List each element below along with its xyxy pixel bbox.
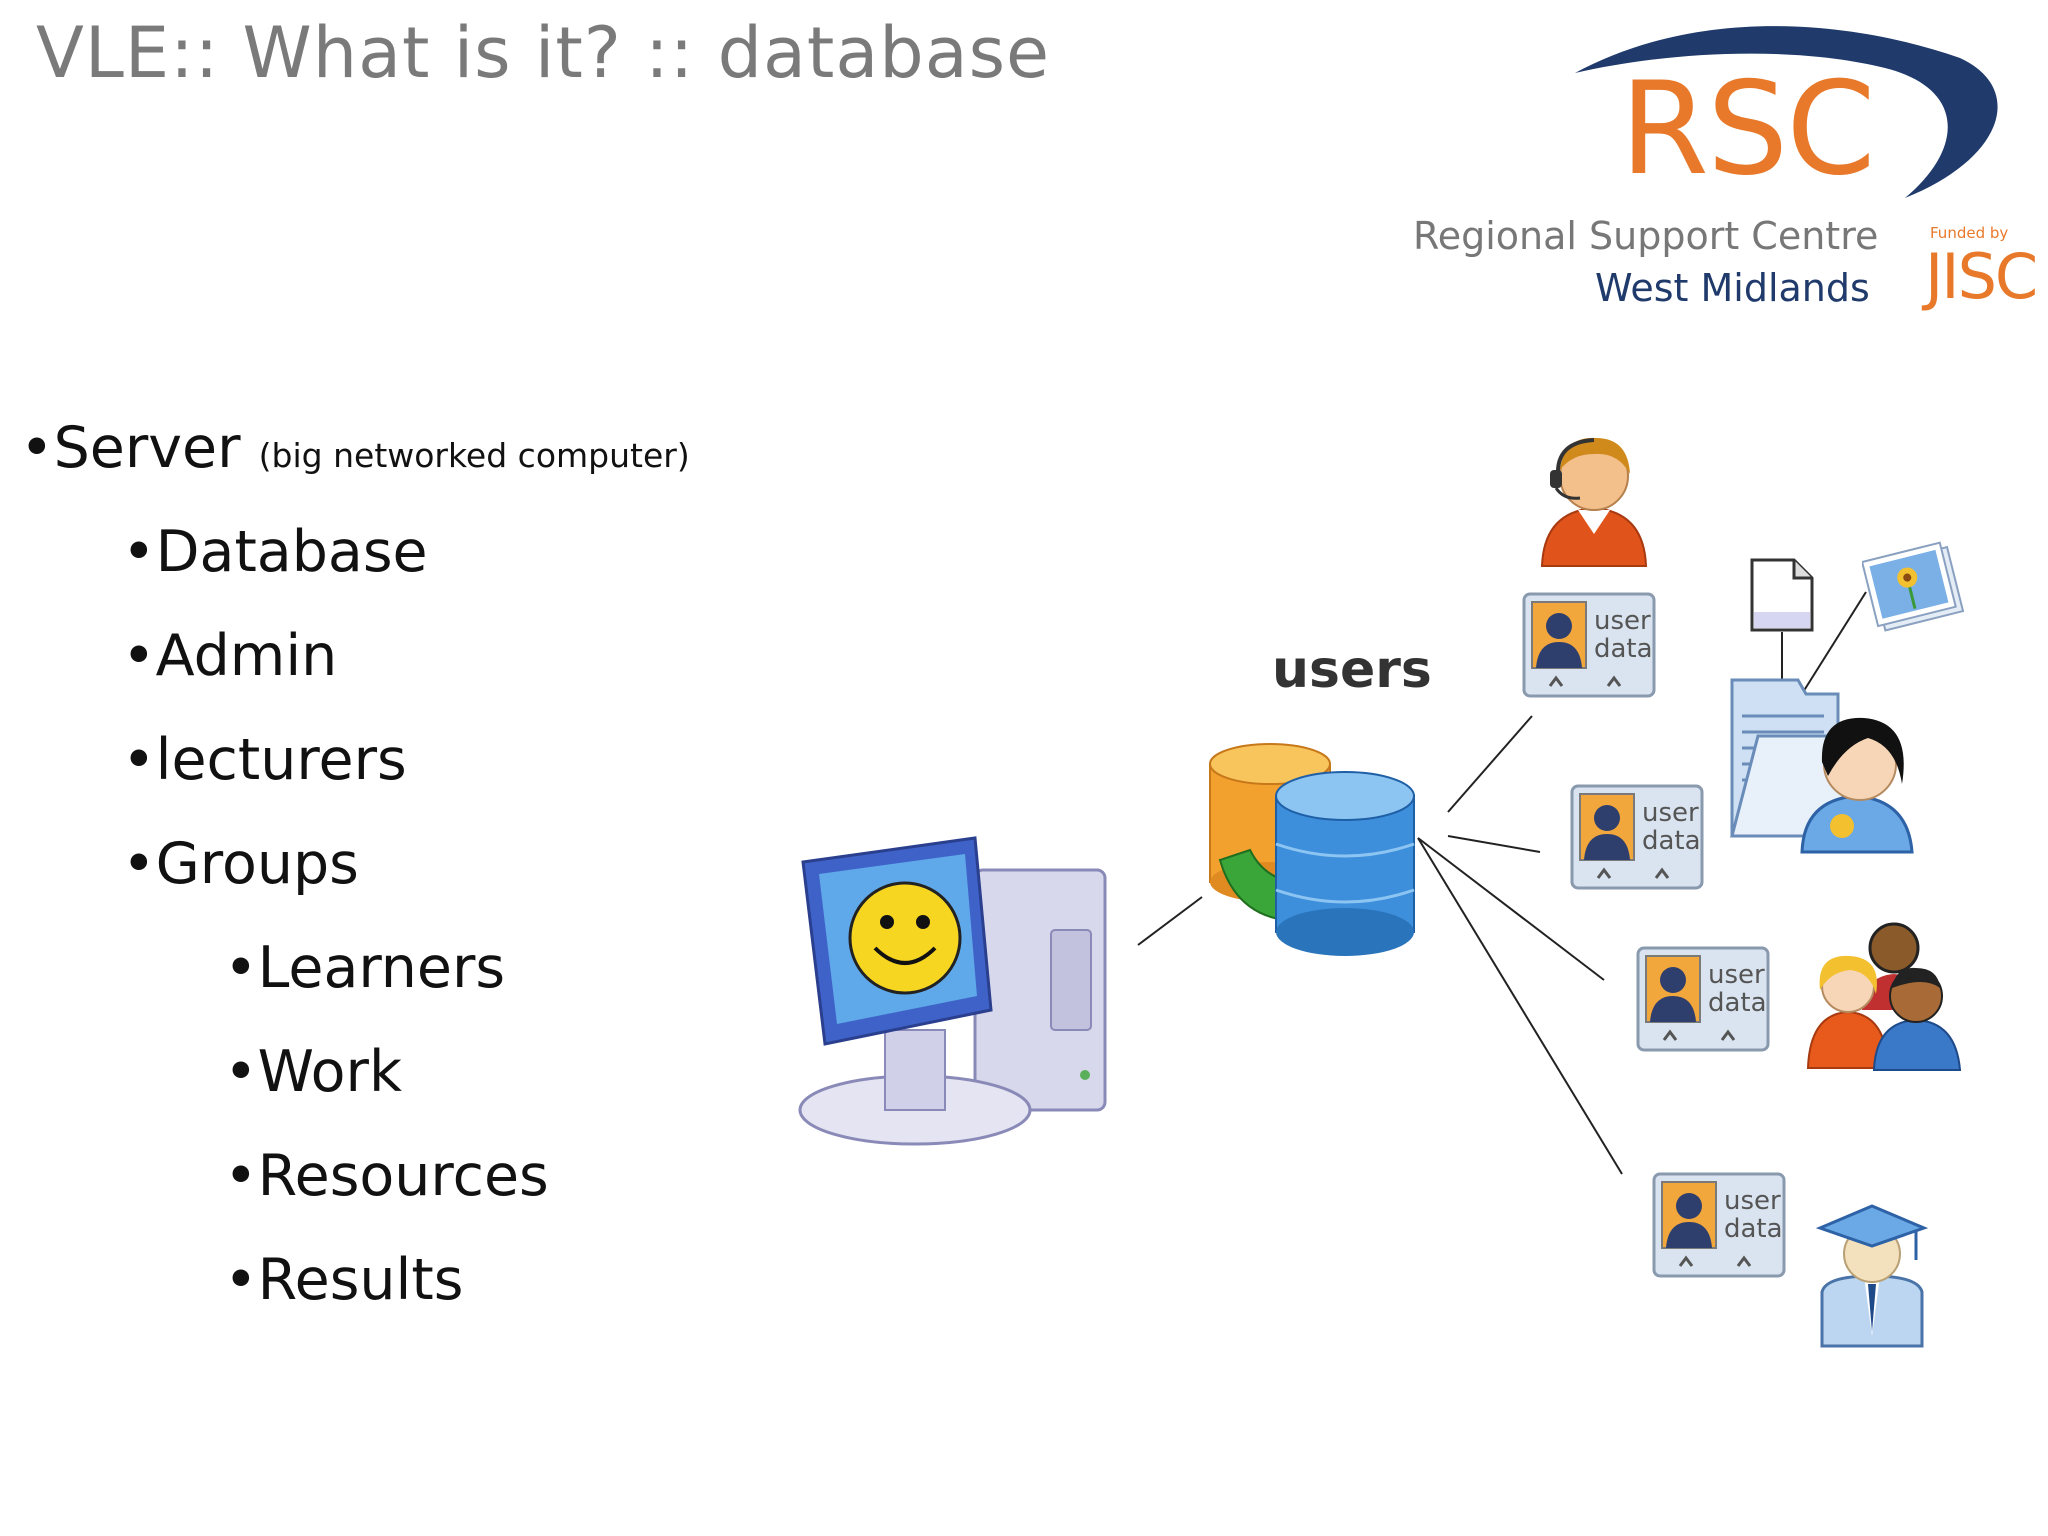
user-card-label-data: data (1708, 988, 1767, 1018)
database-icon (1200, 740, 1430, 964)
bullet-lecturers: •lecturers (122, 727, 407, 793)
line-db-card-3 (1417, 837, 1605, 981)
user-card-label-user: user (1594, 606, 1651, 636)
user-data-card: user data (1652, 1172, 1786, 1282)
user-card-frame-icon (1636, 946, 1770, 1052)
user-card-label-user: user (1724, 1186, 1781, 1216)
user-card-label-data: data (1594, 634, 1653, 664)
user-card-label-data: data (1724, 1214, 1783, 1244)
bullet-server-note: (big networked computer) (258, 436, 690, 475)
computer-icon (795, 830, 1125, 1154)
user-data-card: user data (1636, 946, 1770, 1056)
bullet-learners: •Learners (224, 935, 506, 1001)
bullet-work: •Work (224, 1039, 402, 1105)
bullet-results: •Results (224, 1247, 464, 1313)
rsc-line1: Regional Support Centre (1413, 214, 1879, 258)
user-card-frame-icon (1652, 1172, 1786, 1278)
rsc-logo: RSC Regional Support Centre West Midland… (1405, 18, 2045, 313)
line-db-card-4 (1417, 837, 1623, 1175)
users-label: users (1272, 640, 1432, 700)
bullet-database: •Database (122, 519, 428, 585)
user-card-frame-icon (1522, 592, 1656, 698)
line-computer-database (1137, 896, 1203, 946)
line-db-card-2 (1447, 835, 1541, 853)
bullet-server: •Server (big networked computer) (20, 420, 690, 477)
user-card-label-data: data (1642, 826, 1701, 856)
user-card-label-user: user (1708, 960, 1765, 990)
document-icon (1748, 556, 1818, 638)
admin-icon (1534, 426, 1654, 575)
user-data-card: user data (1570, 784, 1704, 894)
picture-icon (1860, 536, 1968, 644)
user-card-label-user: user (1642, 798, 1699, 828)
bullet-server-text: •Server (20, 415, 241, 481)
group-icon (1804, 918, 1964, 1078)
slide-title: VLE:: What is it? :: database (36, 12, 1051, 94)
user-data-card: user data (1522, 592, 1656, 702)
bullet-groups: •Groups (122, 831, 359, 897)
rsc-swoosh-icon (1575, 26, 1998, 198)
funded-by-text: Funded by (1930, 224, 2009, 242)
jisc-logo-text: JISC (1925, 240, 2038, 313)
bullet-resources: •Resources (224, 1143, 549, 1209)
graduate-icon (1812, 1196, 1932, 1356)
lecturer-icon (1728, 676, 1924, 860)
rsc-line2: West Midlands (1595, 266, 1870, 310)
line-db-card-1 (1447, 715, 1533, 813)
user-card-frame-icon (1570, 784, 1704, 890)
rsc-brand-text: RSC (1620, 55, 1876, 204)
bullet-admin: •Admin (122, 623, 338, 689)
